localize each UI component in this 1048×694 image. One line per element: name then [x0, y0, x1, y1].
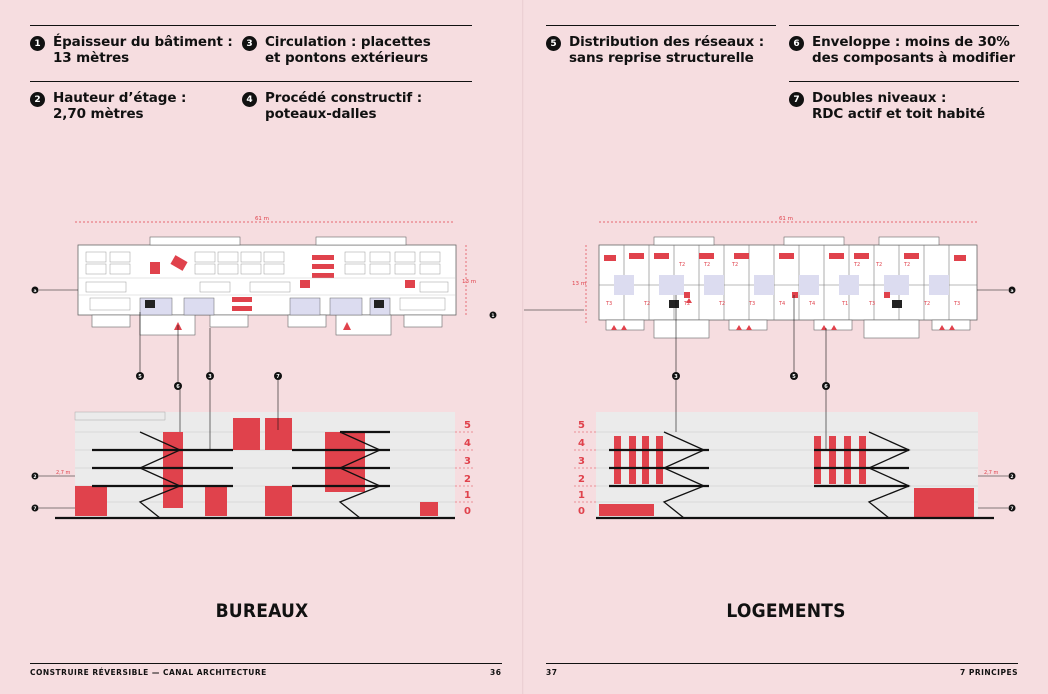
marker-1-link: 1: [486, 306, 500, 319]
principle-text-2: Hauteur d’étage : 2,70 mètres: [53, 90, 187, 122]
principle-3: 3 Circulation : placettes et pontons ext…: [242, 25, 472, 66]
page-title-logements: LOGEMENTS: [726, 600, 846, 622]
principle-number-3: 3: [242, 36, 257, 51]
unit-label-6: T2: [903, 262, 910, 268]
svg-text:1: 1: [491, 313, 494, 319]
marker-6: 6: [176, 384, 180, 390]
principle-number-2: 2: [30, 92, 45, 107]
housing-section: [596, 380, 994, 520]
plan-width-label: 61 m: [255, 216, 269, 222]
marker-6-right: 6: [824, 384, 828, 390]
unit-label-3: T2: [731, 262, 738, 268]
floor-2-right: 2: [578, 474, 585, 485]
principle-5: 5 Distribution des réseaux : sans repris…: [546, 25, 776, 66]
floor-5-right: 5: [578, 420, 585, 431]
floor-5: 5: [464, 420, 471, 431]
unit-label-4: T2: [853, 262, 860, 268]
marker-2-right: 2: [1010, 474, 1013, 480]
marker-7-right: 7: [1010, 506, 1013, 512]
unit-label-9: T2: [683, 301, 690, 307]
unit-label-7: T3: [605, 301, 612, 307]
marker-7b: 7: [33, 506, 36, 512]
logements-drawing: 61 m 13 m: [524, 216, 1016, 520]
marker-3-right: 3: [674, 374, 678, 380]
footer-rule-left: [30, 663, 502, 664]
principle-6: 6 Enveloppe : moins de 30% des composant…: [789, 25, 1019, 66]
unit-label-5: T2: [875, 262, 882, 268]
floor-0: 0: [464, 506, 471, 517]
unit-label-2: T2: [703, 262, 710, 268]
unit-label-16: T2: [923, 301, 930, 307]
floor-3-right: 3: [578, 456, 585, 467]
floor-height-label: 2,7 m: [56, 470, 71, 476]
page-number-right: 37: [546, 668, 558, 677]
unit-label-17: T3: [953, 301, 960, 307]
principle-number-6: 6: [789, 36, 804, 51]
marker-5: 5: [138, 374, 142, 380]
right-page: 5 Distribution des réseaux : sans repris…: [489, 0, 1048, 694]
principle-text-1: Épaisseur du bâtiment : 13 mètres: [53, 34, 233, 66]
marker-a: a: [33, 289, 36, 294]
principle-text-3: Circulation : placettes et pontons extér…: [265, 34, 431, 66]
unit-label-11: T3: [748, 301, 755, 307]
floor-height-label-right: 2,7 m: [984, 470, 999, 476]
bureaux-drawing: 61 m 13 m: [31, 216, 476, 520]
unit-label-14: T1: [841, 301, 848, 307]
marker-7: 7: [276, 374, 280, 380]
marker-a-right: a: [1010, 289, 1013, 294]
principle-7: 7 Doubles niveaux : RDC actif et toit ha…: [789, 81, 1019, 122]
unit-label-8: T2: [643, 301, 650, 307]
marker-5-right: 5: [792, 374, 796, 380]
principle-4: 4 Procédé constructif : poteaux-dalles: [242, 81, 472, 122]
footer-rule-right: [546, 663, 1018, 664]
footer-section-title: 7 PRINCIPES: [960, 668, 1018, 677]
principle-text-4: Procédé constructif : poteaux-dalles: [265, 90, 423, 122]
marker-1: 1: [489, 311, 497, 319]
plan-depth-label: 13 m: [462, 279, 476, 285]
principle-text-6: Enveloppe : moins de 30% des composants …: [812, 34, 1016, 66]
housing-floor-plan: T2 T2 T2 T2 T2 T2 T3 T2 T2 T2 T3 T4 T4 T…: [598, 236, 978, 339]
floor-0-right: 0: [578, 506, 585, 517]
marker-2: 2: [33, 474, 36, 480]
footer-book-title: CONSTRUIRE RÉVERSIBLE — CANAL ARCHITECTU…: [30, 668, 267, 677]
floor-2: 2: [464, 474, 471, 485]
principle-number-1: 1: [30, 36, 45, 51]
principle-number-4: 4: [242, 92, 257, 107]
unit-label-10: T2: [718, 301, 725, 307]
unit-label-12: T4: [778, 301, 785, 307]
office-section: [55, 380, 455, 520]
floor-1-right: 1: [578, 490, 585, 501]
principle-text-5: Distribution des réseaux : sans reprise …: [569, 34, 765, 66]
floor-3: 3: [464, 456, 471, 467]
principle-2: 2 Hauteur d’étage : 2,70 mètres: [30, 81, 260, 122]
marker-3: 3: [208, 374, 212, 380]
principle-text-7: Doubles niveaux : RDC actif et toit habi…: [812, 90, 986, 122]
floor-4-right: 4: [578, 438, 585, 449]
floor-4: 4: [464, 438, 471, 449]
principle-number-7: 7: [789, 92, 804, 107]
unit-label-13: T4: [808, 301, 815, 307]
unit-label-1: T2: [678, 262, 685, 268]
unit-label-15: T3: [868, 301, 875, 307]
principle-1: 1 Épaisseur du bâtiment : 13 mètres: [30, 25, 260, 66]
page-title-bureaux: BUREAUX: [215, 600, 309, 622]
left-page: 1 Épaisseur du bâtiment : 13 mètres 3 Ci…: [30, 25, 502, 677]
plan-width-label-right: 61 m: [779, 216, 793, 222]
floor-1: 1: [464, 490, 471, 501]
office-floor-plan: [77, 236, 457, 336]
page-number-left: 36: [490, 668, 502, 677]
principle-number-5: 5: [546, 36, 561, 51]
plan-depth-label-right: 13 m: [572, 281, 586, 287]
